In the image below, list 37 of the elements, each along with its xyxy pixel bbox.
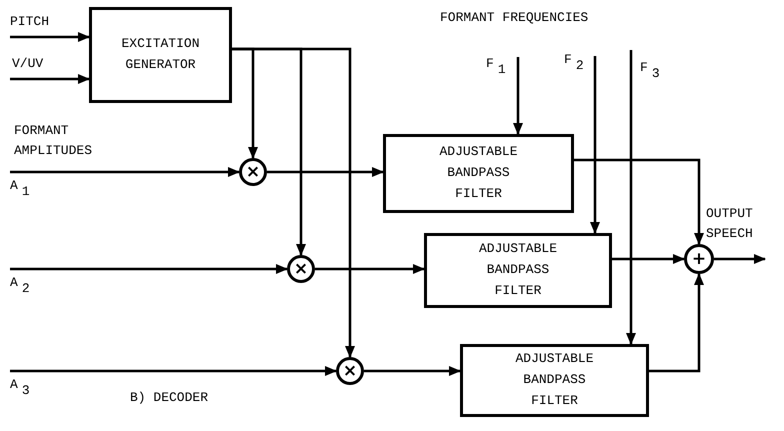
output-label: OUTPUT SPEECH: [706, 205, 754, 242]
filter-box: [460, 344, 649, 417]
operator-symbol: ×: [342, 362, 358, 380]
multiplier-circle: [287, 255, 315, 283]
block-label: EXCITATION GENERATOR: [120, 35, 200, 74]
operator-symbol: ×: [246, 164, 260, 180]
signal-arrow: [574, 158, 704, 245]
multiplier-circle: [336, 357, 364, 385]
input-label: V/UV: [12, 55, 44, 73]
signal-arrow: [612, 254, 685, 264]
signal-arrow: [232, 48, 355, 358]
signal-arrow: [590, 56, 600, 234]
signal-arrow: [513, 57, 523, 135]
operator-symbol: ×: [294, 260, 308, 278]
block-label: ADJUSTABLE BANDPASS FILTER: [438, 143, 518, 203]
signal-arrow: [10, 167, 240, 177]
signal-arrow: [267, 167, 384, 177]
signal-arrow: [10, 74, 90, 84]
filter-box: [424, 233, 612, 308]
signal-arrow: [10, 366, 337, 376]
signal-arrow: [626, 50, 636, 345]
input-label: FORMANT AMPLITUDES: [14, 122, 94, 160]
summer-circle: [684, 244, 714, 274]
caption-label: B) DECODER: [130, 389, 208, 407]
operator-symbol: +: [692, 250, 706, 268]
signal-arrow: [315, 264, 425, 274]
generator-box: [89, 7, 232, 103]
signal-arrow: [10, 264, 288, 274]
multiplier-circle: [239, 158, 267, 186]
heading-label: FORMANT FREQUENCIES: [440, 9, 588, 27]
signal-arrow: [649, 273, 704, 372]
filter-box: [383, 134, 574, 213]
signal-arrow: [10, 32, 90, 42]
block-label: ADJUSTABLE BANDPASS FILTER: [514, 350, 594, 410]
input-label: PITCH: [10, 13, 50, 31]
block-label: ADJUSTABLE BANDPASS FILTER: [478, 240, 558, 300]
signal-arrow: [714, 254, 766, 264]
